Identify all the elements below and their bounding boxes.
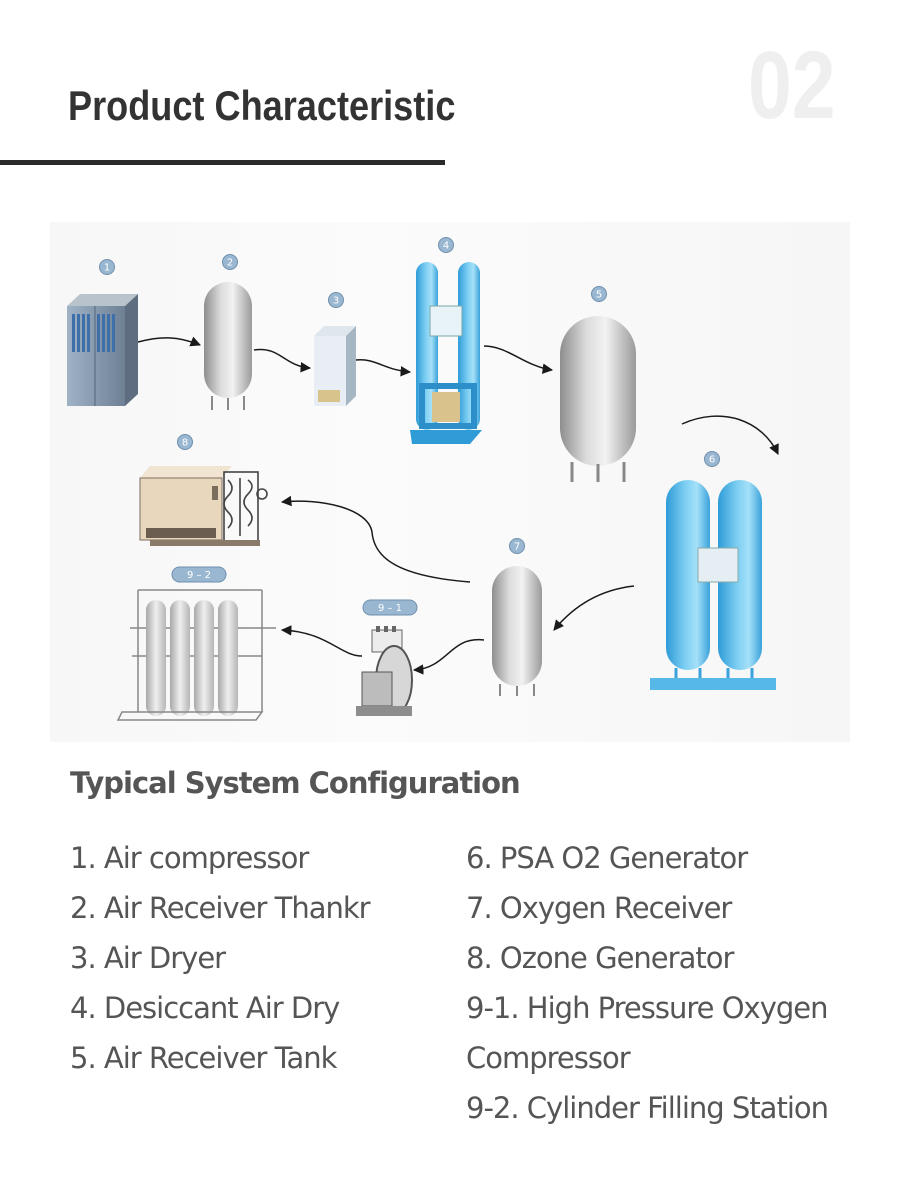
badge-2: 2 — [222, 254, 238, 270]
badge-1: 1 — [99, 259, 115, 275]
svg-text:2: 2 — [227, 258, 233, 269]
config-item-6: 6. PSA O2 Generator — [466, 841, 748, 875]
badge-9-2: 9 – 2 — [171, 566, 227, 583]
badge-9-1: 9 – 1 — [362, 599, 418, 616]
badge-6: 6 — [704, 451, 720, 467]
svg-text:8: 8 — [182, 438, 188, 449]
config-item-2: 2. Air Receiver Thankr — [70, 891, 371, 925]
config-item-7: 7. Oxygen Receiver — [466, 891, 732, 925]
badge-8: 8 — [177, 434, 193, 450]
section-heading: Typical System Configuration — [70, 766, 521, 800]
ozone-generator-icon — [139, 466, 268, 546]
badge-7: 7 — [509, 538, 525, 554]
svg-text:1: 1 — [104, 263, 110, 274]
badge-4: 4 — [438, 237, 454, 253]
svg-text:9 – 2: 9 – 2 — [187, 570, 211, 581]
air-receiver-large-tank-icon — [560, 316, 636, 482]
arrow-2-to-3 — [253, 348, 312, 373]
arrow-7-to-8 — [280, 495, 471, 583]
arrow-3-to-4 — [355, 359, 412, 377]
arrow-9-1-to-9-2 — [280, 625, 363, 657]
arrow-7-to-9-1 — [412, 639, 485, 675]
svg-text:4: 4 — [443, 241, 449, 252]
section-number: 02 — [748, 32, 836, 139]
config-item-9-2: 9-2. Cylinder Filling Station — [466, 1091, 829, 1125]
config-item-4: 4. Desiccant Air Dry — [70, 991, 340, 1025]
config-item-8: 8. Ozone Generator — [466, 941, 734, 975]
config-item-3: 3. Air Dryer — [70, 941, 226, 975]
svg-text:6: 6 — [709, 455, 715, 466]
svg-text:7: 7 — [514, 542, 520, 553]
svg-text:5: 5 — [596, 290, 602, 301]
svg-text:9 – 1: 9 – 1 — [378, 603, 402, 614]
air-dryer-icon — [314, 326, 356, 406]
config-item-9-1: 9-1. High Pressure Oxygen — [466, 991, 829, 1025]
high-pressure-oxygen-compressor-icon — [356, 626, 413, 716]
arrow-5-to-6 — [681, 415, 779, 455]
config-item-5: 5. Air Receiver Tank — [70, 1041, 337, 1075]
config-item-9-1-continued: Compressor — [466, 1041, 631, 1075]
title-underline — [0, 160, 445, 165]
page-title: Product Characteristic — [68, 82, 456, 129]
arrow-6-to-7 — [553, 585, 635, 631]
air-compressor-icon — [67, 294, 138, 406]
oxygen-receiver-tank-icon — [492, 566, 542, 696]
badge-3: 3 — [328, 292, 344, 308]
psa-o2-generator-icon — [650, 480, 776, 690]
arrow-4-to-5 — [483, 345, 554, 374]
svg-text:3: 3 — [333, 296, 339, 307]
air-receiver-tank-icon — [204, 282, 252, 410]
desiccant-air-dryer-icon — [410, 262, 482, 444]
badge-5: 5 — [591, 286, 607, 302]
config-item-1: 1. Air compressor — [70, 841, 309, 875]
cylinder-filling-station-icon — [116, 589, 276, 721]
arrow-1-to-2 — [137, 336, 201, 347]
flow-arrows — [137, 336, 779, 675]
